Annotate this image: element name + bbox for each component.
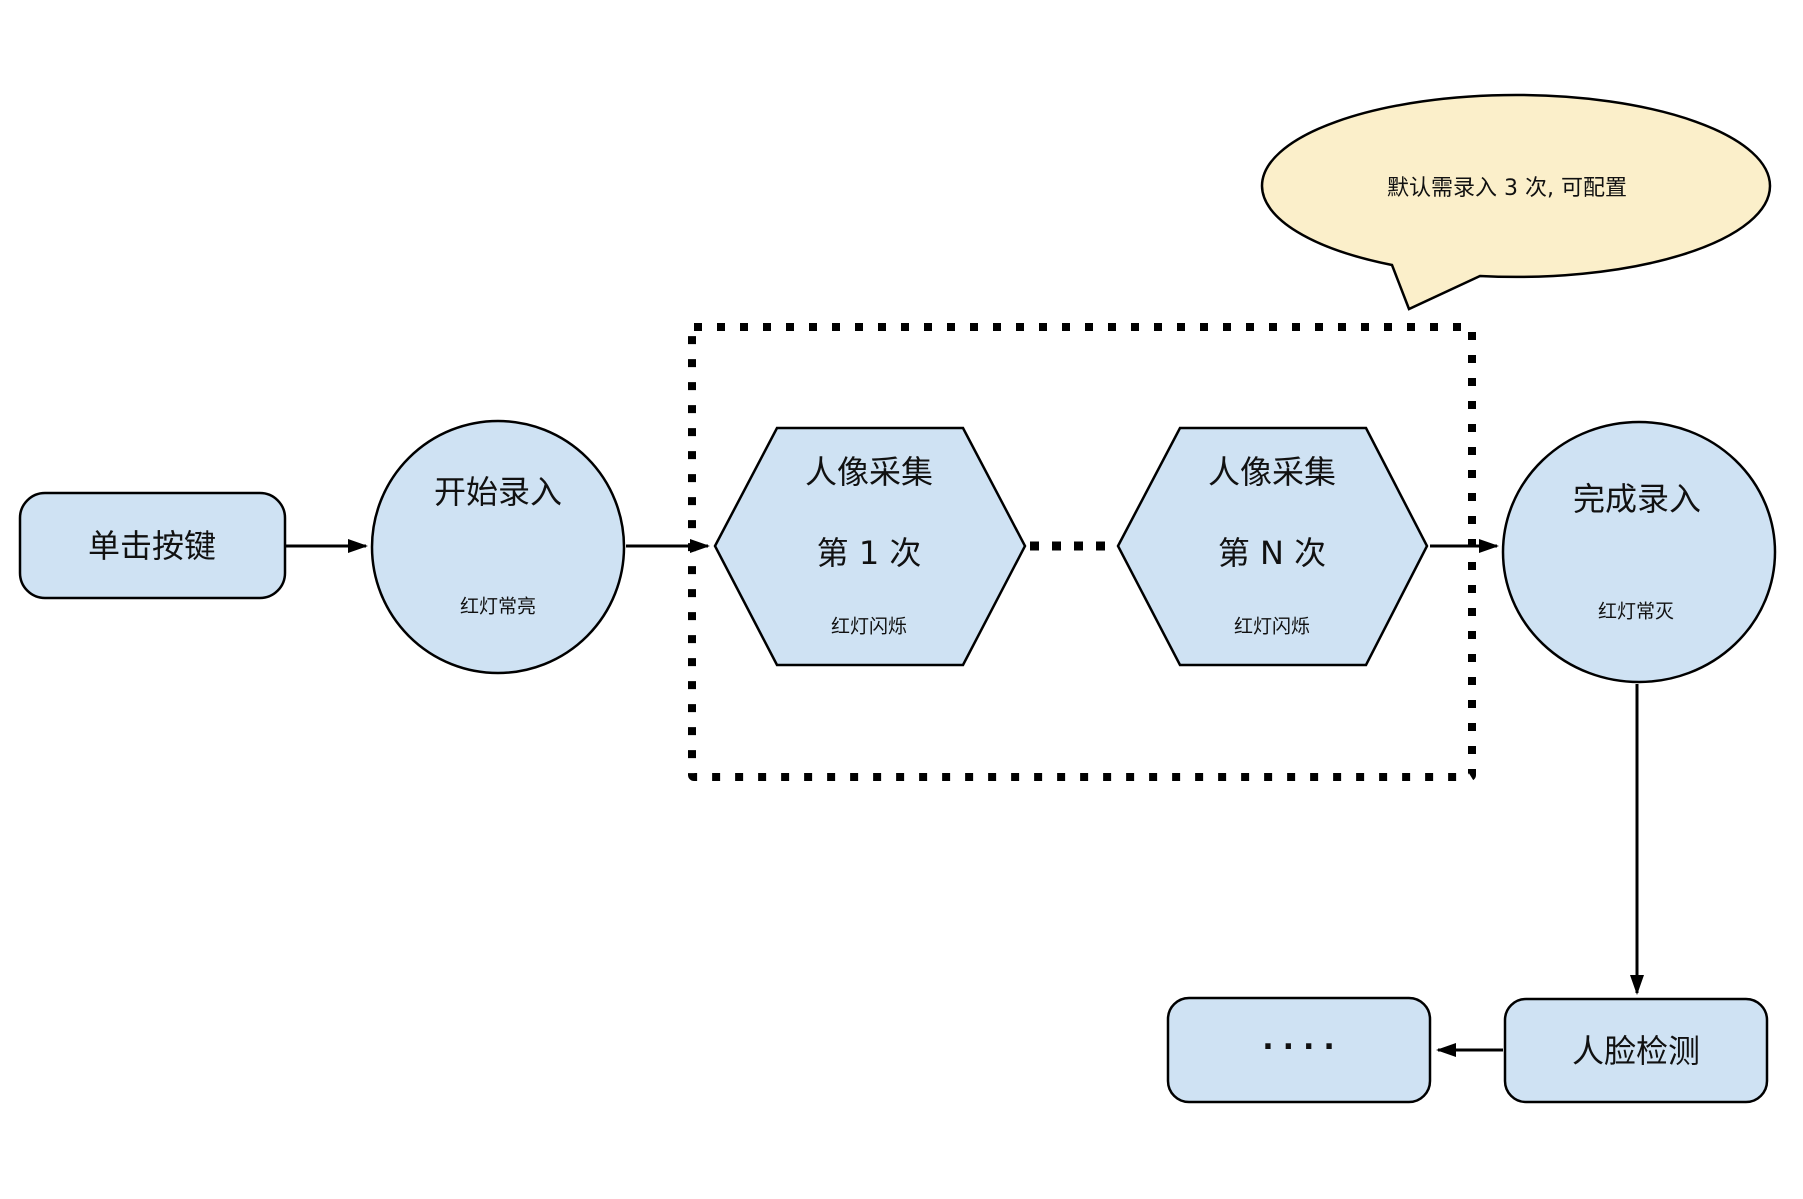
click-button-node-shape xyxy=(18,491,287,600)
callout-bubble-shape xyxy=(1260,93,1772,311)
start-enroll-subtitle: 红灯常亮 xyxy=(459,595,537,618)
face-detection-node-shape xyxy=(1503,997,1769,1104)
finish-enroll-subtitle: 红灯常灭 xyxy=(1597,600,1675,623)
callout-text: 默认需录入 3 次, 可配置 xyxy=(1387,176,1627,201)
capture-first-line2: 第 1 次 xyxy=(816,534,922,572)
finish-enroll-title: 完成录入 xyxy=(1572,480,1702,518)
capture-nth-line2: 第 N 次 xyxy=(1217,534,1327,572)
capture-nth-hexagon-shape xyxy=(1116,426,1429,667)
capture-first-line3: 红灯闪烁 xyxy=(830,615,908,638)
capture-first-hexagon-shape xyxy=(713,426,1027,667)
start-enroll-title: 开始录入 xyxy=(433,473,563,511)
click-button-label: 单击按键 xyxy=(87,527,217,565)
capture-first-line1: 人像采集 xyxy=(804,453,934,491)
start-enroll-node-shape xyxy=(370,419,626,675)
repeat-group-dotted-box xyxy=(688,323,1476,781)
face-detection-label: 人脸检测 xyxy=(1571,1032,1701,1070)
continuation-label: .... xyxy=(1262,1022,1344,1057)
finish-enroll-node-shape xyxy=(1501,420,1777,684)
continuation-node-shape xyxy=(1166,996,1432,1104)
capture-nth-line1: 人像采集 xyxy=(1207,453,1337,491)
capture-nth-line3: 红灯闪烁 xyxy=(1233,615,1311,638)
